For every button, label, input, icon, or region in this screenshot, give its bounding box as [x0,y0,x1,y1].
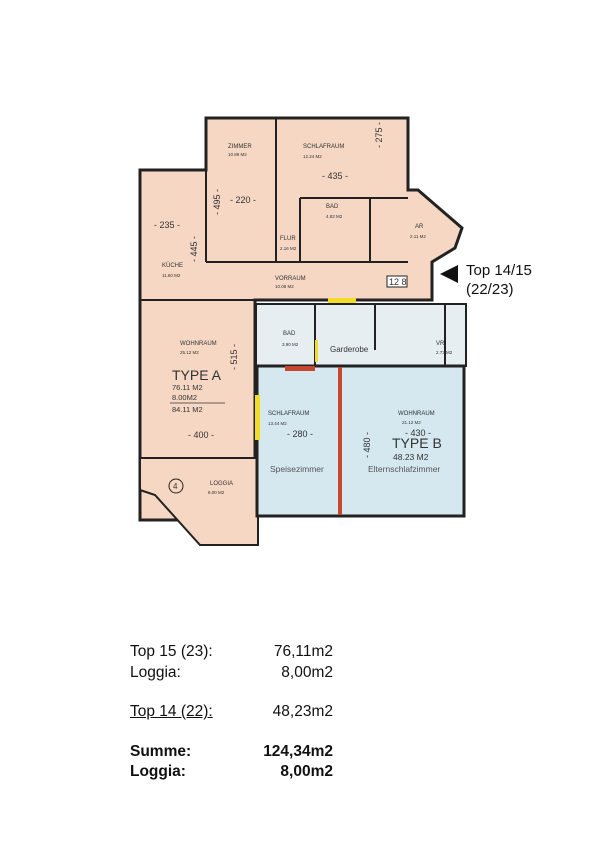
summary-value: 48,23m2 [272,703,333,720]
room-zimmer-area: 10.88 M2 [228,152,247,157]
type-b-area [255,364,466,518]
summary-label: Top 14 (22): [130,703,213,720]
summary-row-summe: Summe: 124,34m2 [130,743,333,763]
room-ar-area: 2.11 M2 [410,234,426,239]
yellow-opening-top [328,298,356,303]
stair-number: 12 8 [389,277,407,287]
summary-label: Summe: [130,743,192,760]
room-vorraum-area: 10.08 M2 [275,284,294,289]
summary-row-top14: Top 14 (22): 48,23m2 [130,703,333,723]
summary-row-loggia-total: Loggia: 8,00m2 [130,763,333,783]
room-vr: VR [436,341,445,347]
room-wohnraum-b-area: 21.12 M2 [402,420,421,425]
dim-235: - 235 - [154,220,180,230]
room-flur-area: 2.16 M2 [280,246,297,251]
dim-445: - 445 - [189,236,199,262]
type-b-area: 48.23 M2 [393,452,429,462]
floor-plan: ZIMMER 10.88 M2 SCHLAFRAUM 12.24 M2 KÜCH… [138,116,467,546]
type-b-upper-area [255,303,467,367]
room-bad-b: BAD [283,331,296,337]
summary-label: Top 15 (23): [130,643,213,660]
entrance-arrow-icon [440,265,458,283]
dim-280: - 280 - [287,429,313,439]
room-bad-b-area: 3.90 M2 [282,342,299,347]
room-loggia-area: 8.00 M2 [208,490,225,495]
loggia-marker-icon [168,478,184,494]
type-a-title: TYPE A [172,367,222,383]
room-loggia: LOGGIA [210,481,233,487]
type-a-area1: 76.11 M2 [172,383,203,392]
summary-value: 76,11m2 [273,643,333,660]
room-schlafraum-b: SCHLAFRAUM [268,411,309,417]
room-wohnraum-b: WOHNRAUM [398,411,435,417]
red-wall-vertical [338,367,342,515]
dim-275: - 275 - [374,122,384,148]
dim-480: - 480 - [362,432,372,458]
room-kueche-area: 11.60 M2 [162,273,181,278]
summary-value: 8,00m2 [281,664,333,681]
room-vr-area: 2.73 M2 [436,350,453,355]
summary-value: 124,34m2 [263,743,333,760]
room-flur: FLUR [280,236,296,242]
entrance-label-line2: (22/23) [466,281,514,298]
loggia-number: 4 [173,482,178,491]
type-b-title: TYPE B [392,435,442,451]
dim-515: - 515 - [229,344,239,370]
room-ar: AR [415,224,424,230]
dim-220: - 220 - [230,195,256,205]
type-a-area [138,116,464,522]
dim-400: - 400 - [188,430,214,440]
dim-435: - 435 - [322,171,348,181]
dim-430: - 430 - [405,428,431,438]
room-schlafraum-area: 12.24 M2 [303,154,322,159]
room-bad-area: 4.83 M2 [326,214,343,219]
room-schlafraum-b-area: 13.44 M2 [268,421,287,426]
summary-row-loggia: Loggia: 8,00m2 [130,664,333,684]
type-a-total: 84.11 M2 [172,405,203,414]
room-vorraum: VORRAUM [275,276,306,282]
room-wohnraum-a-area: 25.12 M2 [180,350,199,355]
yellow-opening-side [255,395,260,440]
room-schlafraum: SCHLAFRAUM [303,144,344,150]
room-speisezimmer: Speisezimmer [270,464,324,474]
room-wohnraum-a: WOHNRAUM [180,341,217,347]
room-kueche: KÜCHE [162,262,183,269]
dim-495: - 495 - [212,189,222,215]
summary-value: 8,00m2 [280,763,333,780]
room-bad: BAD [326,204,339,210]
summary-label: Loggia: [130,664,181,681]
yellow-opening-bad [315,340,318,362]
entrance-label-line1: Top 14/15 [466,262,532,279]
room-garderobe: Garderobe [330,345,369,354]
summary-label: Loggia: [130,763,186,780]
summary-row-top15: Top 15 (23): 76,11m2 [130,643,333,663]
type-a-area2: 8.00M2 [172,393,197,402]
red-wall-horizontal [285,366,315,371]
room-elternschlafzimmer: Elternschlafzimmer [368,464,440,474]
room-zimmer: ZIMMER [228,144,252,150]
